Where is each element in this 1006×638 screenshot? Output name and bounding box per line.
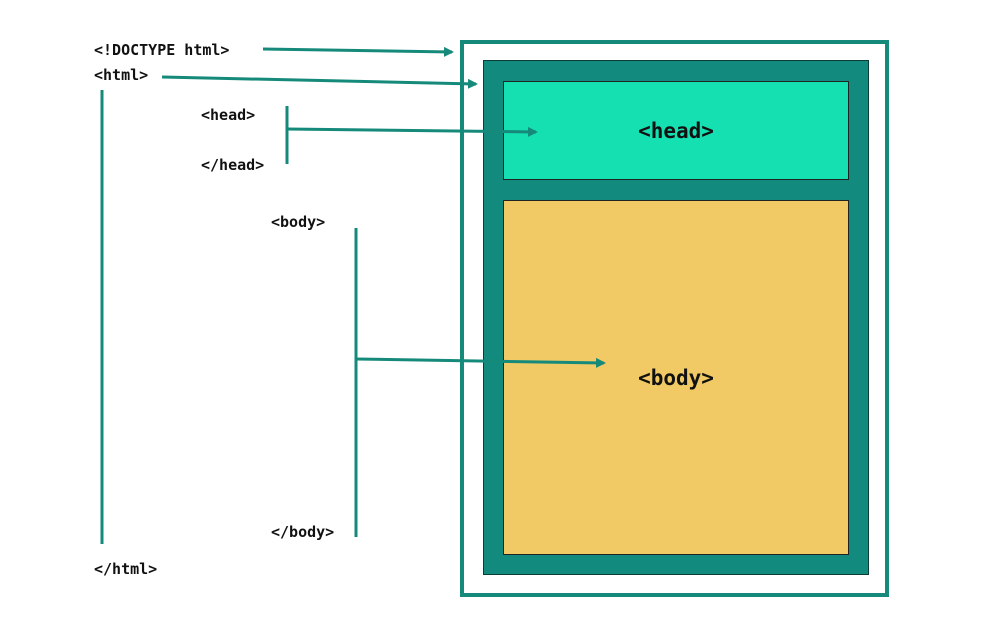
head-box-label: <head> (638, 118, 714, 143)
html-arrow (161, 75, 478, 89)
doctype-label: <!DOCTYPE html> (94, 41, 230, 59)
body-arrow (355, 357, 606, 368)
body-close-label: </body> (271, 523, 335, 541)
body-box-label: <body> (638, 365, 714, 390)
body-open-label: <body> (271, 213, 326, 231)
body-element-box: <body> (503, 200, 849, 555)
head-arrow (286, 126, 538, 137)
head-open-label: <head> (201, 106, 256, 124)
html-open-label: <html> (94, 66, 149, 84)
html-close-label: </html> (94, 560, 158, 578)
head-close-label: </head> (201, 156, 265, 174)
doctype-arrow (262, 46, 454, 57)
